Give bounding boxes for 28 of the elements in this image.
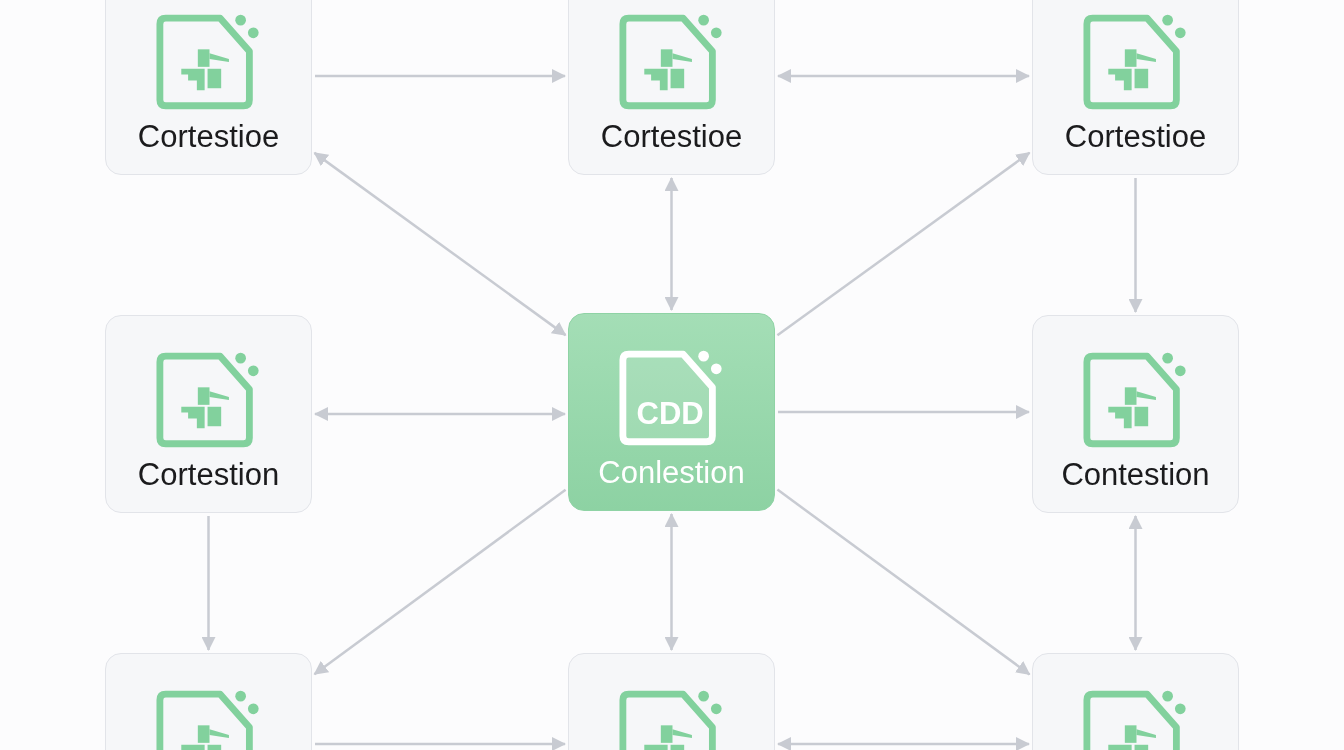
node-card	[1032, 315, 1239, 513]
icon-text: CDD	[636, 397, 704, 431]
arrow	[1128, 178, 1143, 313]
double-arrow	[314, 407, 566, 421]
arrow	[776, 488, 1031, 676]
node-label: Cortestioe	[1064, 119, 1207, 155]
node-label: Conlestion	[598, 455, 745, 491]
double-arrow	[1128, 515, 1143, 651]
arrow	[776, 151, 1031, 337]
node-label: Cortestioe	[137, 119, 280, 155]
node-card	[568, 0, 775, 175]
double-arrow	[664, 177, 679, 311]
node-label: Cortestioe	[600, 119, 743, 155]
double-arrow	[777, 69, 1030, 83]
double-arrow	[664, 513, 679, 651]
node-label: Contestion	[1061, 457, 1210, 493]
highlighted-node-card	[568, 313, 775, 511]
double-arrow	[777, 737, 1030, 750]
node-card	[105, 0, 312, 175]
node-card	[1032, 0, 1239, 175]
double-arrow	[313, 151, 567, 337]
arrow	[778, 405, 1030, 419]
arrow	[315, 69, 566, 83]
node-label: Cortestion	[137, 457, 280, 493]
arrow	[201, 516, 216, 651]
arrow	[315, 737, 566, 750]
node-card	[105, 315, 312, 513]
arrow	[313, 488, 567, 676]
